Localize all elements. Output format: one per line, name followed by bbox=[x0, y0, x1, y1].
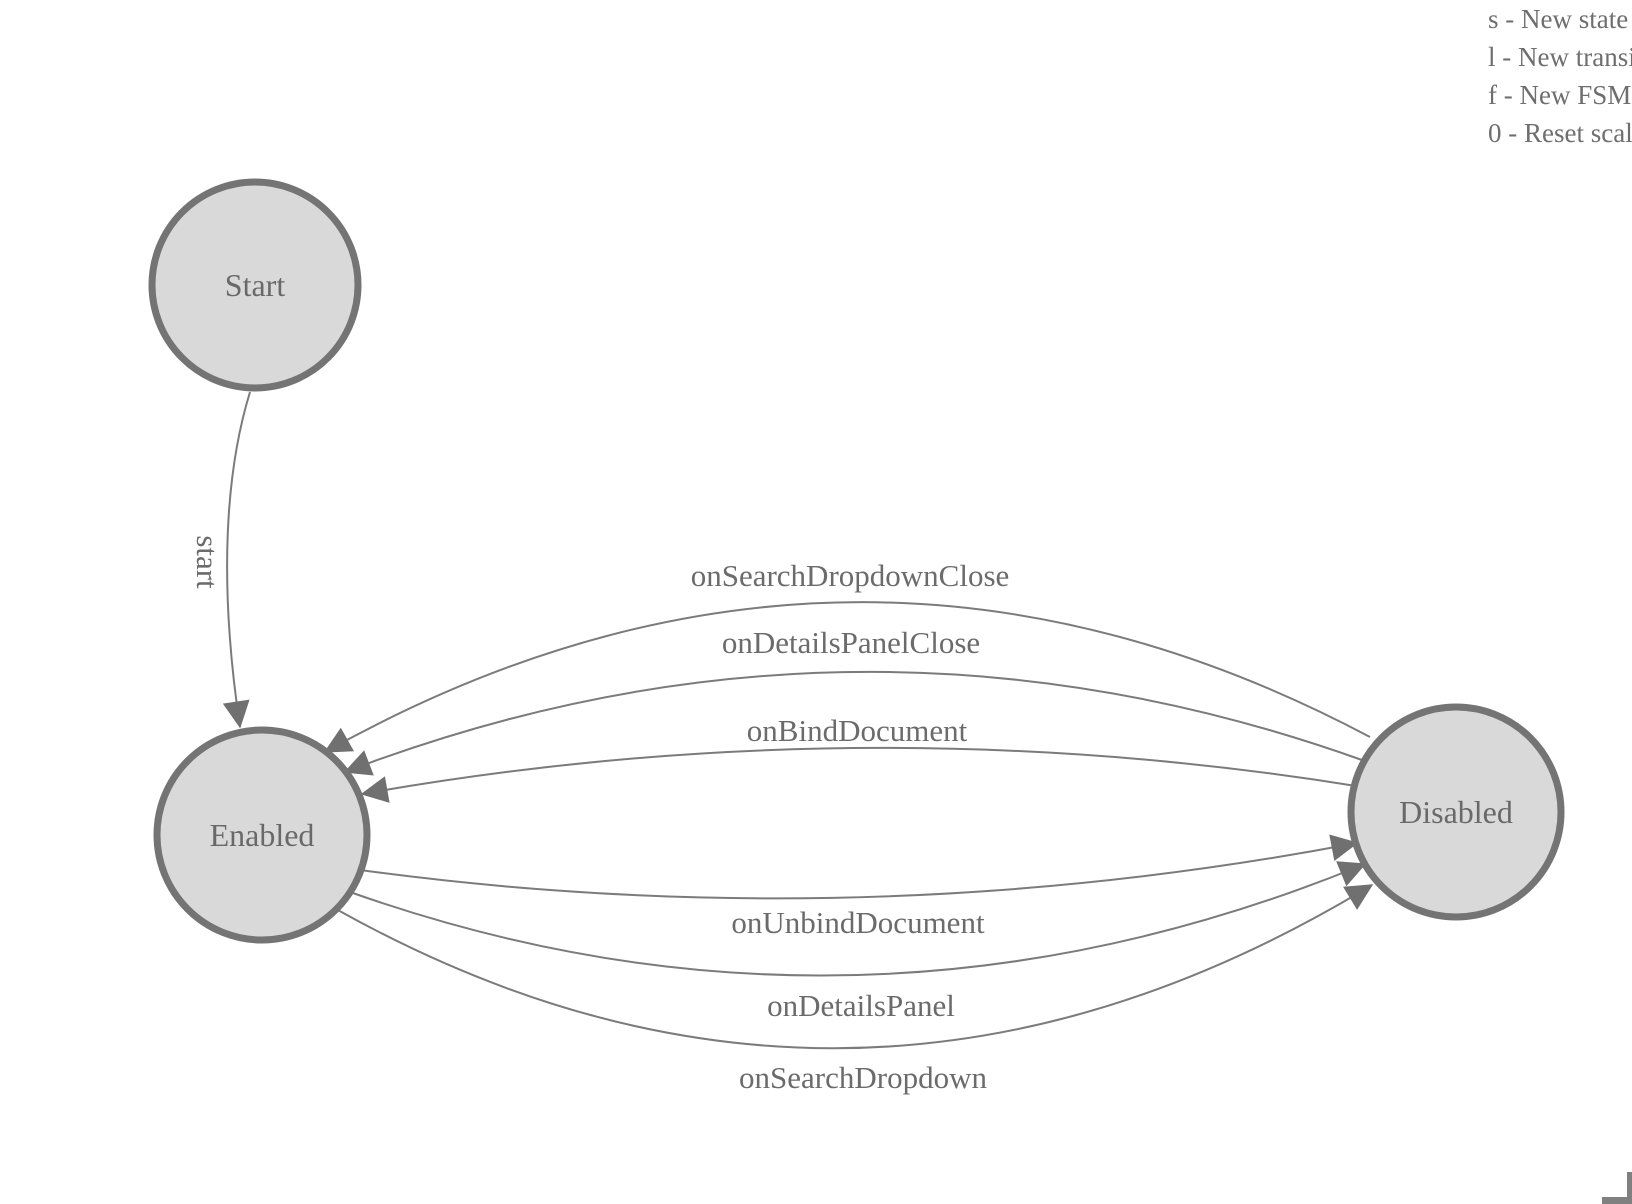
legend-line-new-state: s - New state bbox=[1488, 4, 1629, 34]
state-enabled[interactable]: Enabled bbox=[153, 726, 371, 944]
corner-bracket-horizontal bbox=[1602, 1197, 1632, 1204]
corner-bracket-vertical bbox=[1627, 1172, 1632, 1204]
state-enabled-circle[interactable] bbox=[153, 726, 371, 944]
edge-onunbinddocument[interactable] bbox=[359, 834, 1359, 900]
edge-onsearchdropdown[interactable] bbox=[335, 884, 1374, 1050]
legend-line-new-fsm: f - New FSM bbox=[1488, 80, 1632, 110]
legend-line-new-transition: l - New transition bbox=[1488, 42, 1632, 72]
edge-onbinddocument[interactable] bbox=[360, 746, 1357, 803]
edge-ondetailspanel[interactable] bbox=[349, 861, 1367, 977]
state-disabled-circle[interactable] bbox=[1347, 703, 1565, 921]
edge-onsearchdropdownclose[interactable] bbox=[323, 601, 1371, 753]
edge-label-onbinddocument[interactable]: onBindDocument bbox=[747, 713, 968, 748]
state-start-circle[interactable] bbox=[148, 178, 362, 392]
edge-label-start[interactable]: start bbox=[190, 535, 225, 589]
state-disabled-label: Disabled bbox=[1399, 794, 1513, 830]
edge-ondetailspanelclose[interactable] bbox=[343, 670, 1363, 776]
edge-label-onsearchdropdown[interactable]: onSearchDropdown bbox=[739, 1060, 987, 1095]
state-disabled[interactable]: Disabled bbox=[1347, 703, 1565, 921]
edge-label-ondetailspanel[interactable]: onDetailsPanel bbox=[767, 988, 955, 1023]
state-start-label: Start bbox=[225, 267, 286, 303]
hotkey-legend: s - New state l - New transition f - New… bbox=[1488, 0, 1632, 152]
edge-start-to-enabled[interactable] bbox=[222, 391, 251, 729]
edge-label-ondetailspanelclose[interactable]: onDetailsPanelClose bbox=[722, 625, 980, 660]
state-start[interactable]: Start bbox=[148, 178, 362, 392]
edge-label-onsearchdropdownclose[interactable]: onSearchDropdownClose bbox=[691, 558, 1010, 593]
state-enabled-label: Enabled bbox=[210, 817, 315, 853]
legend-line-reset-scale: 0 - Reset scale bbox=[1488, 118, 1632, 148]
edge-label-onunbinddocument[interactable]: onUnbindDocument bbox=[731, 905, 985, 940]
